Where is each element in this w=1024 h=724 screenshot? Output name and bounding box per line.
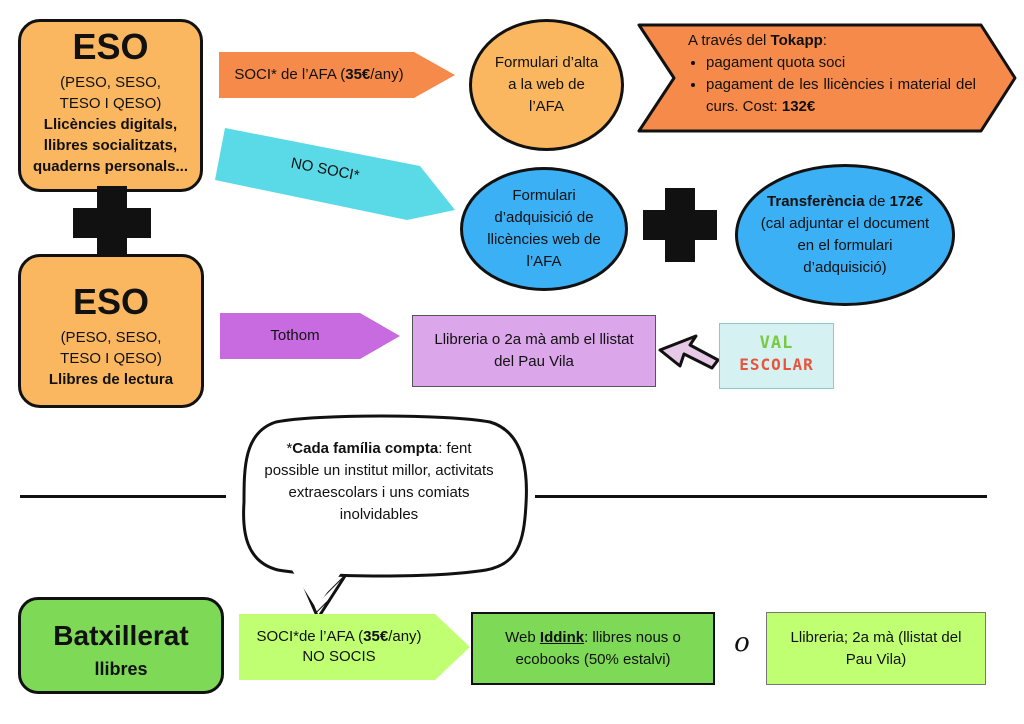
iddink-text: Web Iddink: llibres nous o ecobooks (50%… [505, 628, 681, 668]
tothom-arrow-label: Tothom [270, 327, 320, 344]
val-escolar-line-2: ESCOLAR [739, 355, 814, 374]
eso-levels-line-2: TESO I QESO) [59, 95, 162, 112]
eso-levels-line-2: TESO I QESO) [60, 350, 162, 367]
formulari-alta-text: Formulari d’alta a la web de l’AFA [494, 54, 599, 115]
divider-left [20, 495, 226, 498]
no-soci-arrow [215, 128, 455, 220]
llibreria-text: Llibreria o 2a mà amb el llistat del Pau… [434, 331, 634, 370]
connector-o: o [734, 628, 750, 658]
batxillerat-subtitle: llibres [94, 659, 148, 679]
tokapp-intro: A través del Tokapp: [688, 32, 827, 49]
transferencia-text: Transferència de 172€ (cal adjuntar el d… [760, 193, 930, 276]
formulari-alta-circle: Formulari d’alta a la web de l’AFA [469, 19, 624, 151]
eso-items: Llibres de lectura [48, 371, 174, 388]
llibreria-batx-text: Llibreria; 2a mà (llistat del Pau Vila) [790, 628, 962, 668]
val-escolar-logo: VAL ESCOLAR [719, 323, 834, 389]
llibreria-batx-box: Llibreria; 2a mà (llistat del Pau Vila) [766, 612, 986, 685]
batxillerat-title: Batxillerat [53, 620, 189, 651]
batx-arrow-label: SOCI*de l’AFA (35€/any) NO SOCIS [256, 628, 422, 665]
iddink-box: Web Iddink: llibres nous o ecobooks (50%… [471, 612, 715, 685]
formulari-adquisicio-text: Formulari d’adquisició de llicències web… [487, 187, 601, 270]
val-escolar-line-1: VAL [759, 333, 794, 353]
eso-levels-line-1: (PESO, SESO, [60, 74, 161, 91]
tokapp-text: A través del Tokapp: pagament quota soci… [688, 30, 976, 118]
tokapp-bullet-2: pagament de les llicències i material de… [706, 74, 976, 118]
plus-icon [643, 188, 717, 262]
eso-items-line-2: llibres socialitzats, [43, 137, 178, 154]
eso-levels-line-1: (PESO, SESO, [60, 329, 162, 346]
eso-licenses-box: ESO (PESO, SESO, TESO I QESO) Llicències… [18, 19, 203, 192]
eso-title: ESO [72, 26, 149, 67]
formulari-adquisicio-circle: Formulari d’adquisició de llicències web… [460, 167, 628, 291]
tokapp-banner [637, 23, 1017, 133]
speech-text: *Cada família compta: fent possible un i… [264, 440, 494, 523]
eso-items-line-1: Llicències digitals, [43, 116, 178, 133]
cursor-arrow-icon [658, 334, 720, 370]
eso-title: ESO [72, 281, 150, 322]
tothom-arrow [220, 313, 400, 359]
eso-items-line-3: quaderns personals... [32, 158, 189, 175]
plus-icon [73, 186, 151, 264]
transferencia-circle: Transferència de 172€ (cal adjuntar el d… [735, 164, 955, 306]
tokapp-bullet-1: pagament quota soci [706, 52, 976, 74]
divider-right [535, 495, 987, 498]
soci-arrow [219, 52, 455, 98]
batx-arrow [239, 614, 470, 680]
batxillerat-box: Batxillerat llibres [18, 597, 224, 694]
llibreria-box: Llibreria o 2a mà amb el llistat del Pau… [412, 315, 656, 387]
eso-reading-box: ESO (PESO, SESO, TESO I QESO) Llibres de… [18, 254, 204, 408]
soci-arrow-label: SOCI* de l’AFA (35€/any) [234, 66, 404, 83]
speech-bubble [242, 414, 528, 620]
